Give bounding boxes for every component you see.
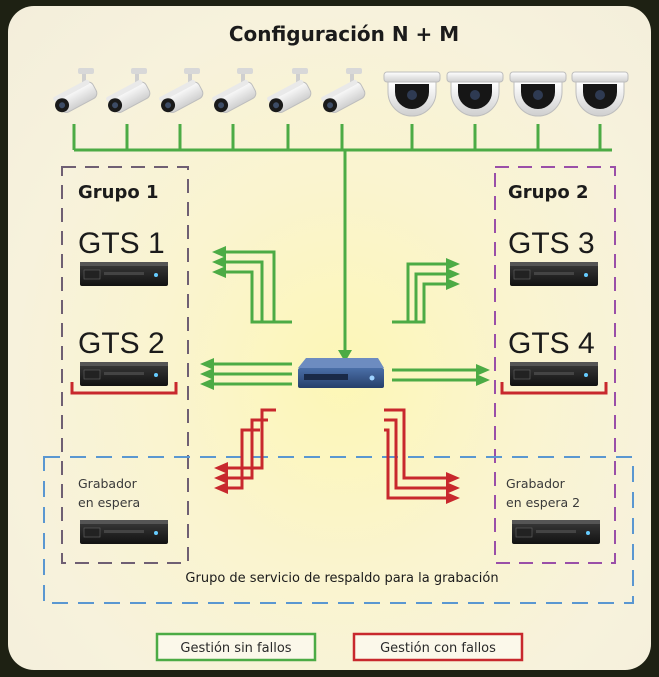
camera-row bbox=[53, 68, 629, 117]
standby-2-line-2: en espera 2 bbox=[506, 495, 580, 510]
ok-arrows-left-bottom bbox=[212, 362, 292, 386]
legend-ok-label: Gestión sin fallos bbox=[180, 641, 291, 656]
backup-group-label: Grupo de servicio de respaldo para la gr… bbox=[185, 571, 498, 586]
gts-1-recorder-icon bbox=[79, 261, 169, 287]
gts-3-recorder-icon bbox=[509, 261, 599, 287]
network-switch-icon bbox=[298, 358, 384, 388]
ok-arrows-left-top bbox=[224, 250, 292, 324]
gts-2-fail-bracket bbox=[70, 382, 178, 395]
bullet-camera-icon bbox=[159, 68, 204, 113]
gts-4-fail-bracket bbox=[500, 382, 608, 395]
group-1-label: Grupo 1 bbox=[78, 182, 159, 203]
bullet-camera-icon bbox=[53, 68, 98, 113]
diagram-card bbox=[8, 6, 651, 670]
gts-3-label: GTS 3 bbox=[508, 227, 595, 260]
gts-4-recorder-icon bbox=[509, 361, 599, 387]
legend-fail-box bbox=[352, 632, 524, 662]
legend-fail-label: Gestión con fallos bbox=[380, 641, 496, 656]
gts-2-recorder-icon bbox=[79, 361, 169, 387]
fail-arrows-left bbox=[226, 408, 276, 490]
diagram-title: Configuración N + M bbox=[229, 22, 459, 46]
ok-arrowheads-right-top bbox=[446, 258, 460, 290]
dome-camera-icon bbox=[571, 71, 629, 117]
gts-4-label: GTS 4 bbox=[508, 327, 595, 360]
ok-arrowheads-left-top bbox=[212, 246, 226, 278]
group-1-border bbox=[61, 166, 189, 564]
bullet-camera-icon bbox=[321, 68, 366, 113]
ok-arrowheads-right-bottom bbox=[476, 364, 490, 386]
backup-group-border bbox=[43, 456, 634, 604]
standby-1-line-1: Grabador bbox=[78, 476, 138, 491]
fail-arrowheads-right bbox=[446, 472, 460, 504]
standby-recorder-1-icon bbox=[79, 519, 169, 545]
group-2-border bbox=[494, 166, 616, 564]
dome-camera-icon bbox=[383, 71, 441, 117]
ok-arrowheads-left-bottom bbox=[200, 358, 214, 390]
legend-ok-box bbox=[155, 632, 317, 662]
standby-recorder-2-icon bbox=[511, 519, 601, 545]
gts-1-label: GTS 1 bbox=[78, 227, 165, 260]
dome-camera-icon bbox=[509, 71, 567, 117]
bullet-camera-icon bbox=[106, 68, 151, 113]
group-2-label: Grupo 2 bbox=[508, 182, 589, 203]
fail-arrows-right bbox=[384, 408, 448, 500]
fail-arrowheads-left bbox=[214, 462, 228, 494]
dome-camera-icon bbox=[446, 71, 504, 117]
ok-arrows-right-bottom bbox=[392, 368, 478, 382]
camera-bus-lines bbox=[72, 124, 612, 352]
bullet-camera-icon bbox=[267, 68, 312, 113]
legend: Gestión sin fallos Gestión con fallos bbox=[155, 632, 524, 662]
bullet-camera-icon bbox=[212, 68, 257, 113]
standby-2-line-1: Grabador bbox=[506, 476, 566, 491]
standby-1-line-2: en espera bbox=[78, 495, 140, 510]
gts-2-label: GTS 2 bbox=[78, 327, 165, 360]
ok-arrows-right-top bbox=[392, 262, 448, 324]
bus-arrowhead bbox=[338, 350, 352, 362]
